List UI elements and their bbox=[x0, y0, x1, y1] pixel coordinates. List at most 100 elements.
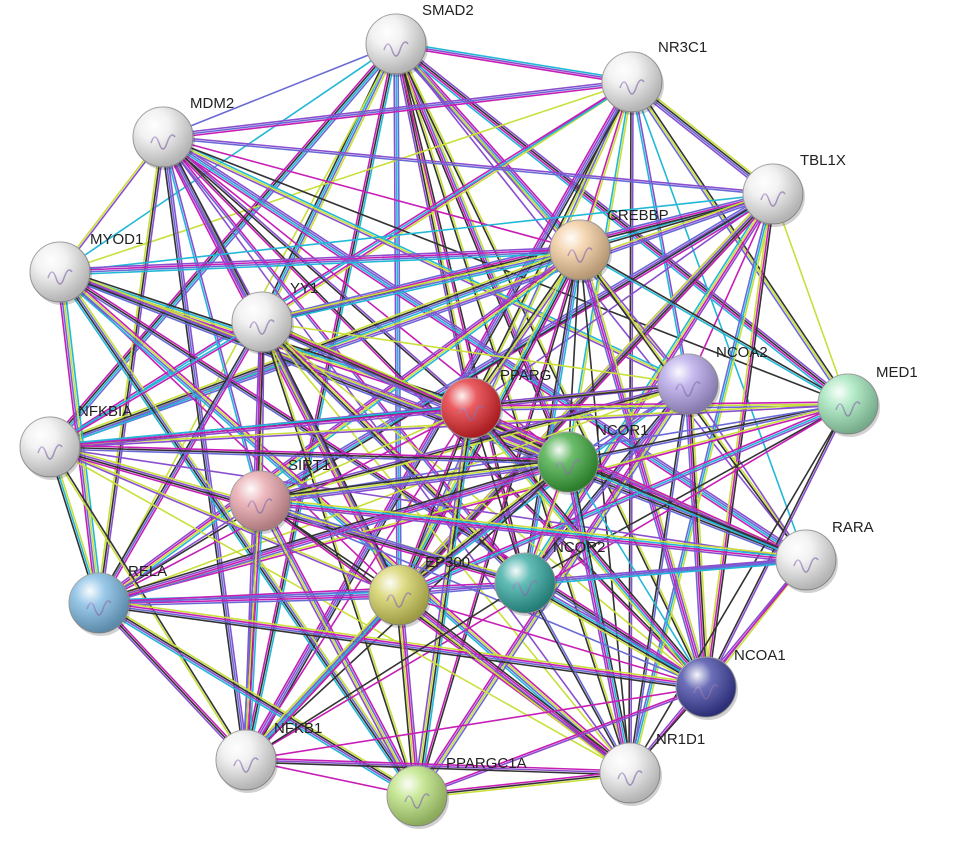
edge-NCOR2-NCOA1 bbox=[523, 583, 707, 689]
edge-SIRT1-NCOR2 bbox=[259, 500, 526, 584]
edge-NCOR1-EP300 bbox=[396, 459, 568, 595]
node-nfkb1[interactable]: NFKB1 bbox=[215, 720, 322, 793]
interaction-edges bbox=[46, 40, 851, 800]
node-ep300[interactable]: EP300 bbox=[368, 554, 470, 628]
node-gloss bbox=[366, 14, 426, 74]
edge-CREBBP-MYOD1 bbox=[59, 252, 581, 276]
node-ncoa1[interactable]: NCOA1 bbox=[675, 647, 786, 720]
edge-CREBBP-MED1 bbox=[579, 248, 850, 404]
edge-SIRT1-RELA bbox=[98, 500, 261, 604]
edge-CREBBP-NCOA1 bbox=[580, 248, 708, 688]
node-nfkbia[interactable]: NFKBIA bbox=[19, 403, 132, 480]
edge-CREBBP-RELA bbox=[97, 248, 581, 603]
edge-SMAD2-MED1 bbox=[394, 43, 849, 406]
edge-NCOA2-SIRT1 bbox=[258, 381, 689, 500]
node-med1[interactable]: MED1 bbox=[817, 364, 918, 437]
edge-EP300-PPARGC1A bbox=[401, 593, 421, 797]
node-ppargc1a[interactable]: PPARGC1A bbox=[386, 755, 527, 829]
node-gloss bbox=[216, 730, 276, 790]
edge-NCOA1-PPARGC1A bbox=[416, 687, 708, 798]
node-yy1[interactable]: YY1 bbox=[231, 280, 318, 355]
edge-CREBBP-YY1 bbox=[261, 249, 581, 323]
edge-MDM2-PPARG bbox=[162, 135, 473, 409]
edge-NR3C1-RARA bbox=[631, 81, 807, 561]
node-myod1[interactable]: MYOD1 bbox=[29, 231, 143, 305]
edge-SMAD2-PPARG bbox=[393, 43, 470, 410]
node-crebbp[interactable]: CREBBP bbox=[549, 207, 669, 283]
node-gloss bbox=[538, 432, 598, 492]
node-ncor1[interactable]: NCOR1 bbox=[537, 422, 649, 495]
edge-SIRT1-NFKB1 bbox=[246, 500, 262, 761]
node-label-med1: MED1 bbox=[876, 364, 918, 381]
node-rela[interactable]: RELA bbox=[68, 563, 167, 636]
edge-RELA-NFKB1 bbox=[99, 600, 249, 760]
edge-NCOR1-SIRT1 bbox=[258, 458, 569, 499]
edge-RELA-PPARGC1A bbox=[98, 601, 419, 796]
node-ncor2[interactable]: NCOR2 bbox=[494, 539, 606, 616]
node-sirt1[interactable]: SIRT1 bbox=[229, 457, 330, 534]
node-label-rara: RARA bbox=[832, 519, 874, 536]
node-label-ncor2: NCOR2 bbox=[553, 539, 606, 556]
node-label-yy1: YY1 bbox=[290, 280, 318, 297]
edge-NR1D1-PPARGC1A bbox=[416, 774, 632, 799]
edge-YY1-NCOA1 bbox=[261, 321, 707, 688]
node-label-ncor1: NCOR1 bbox=[596, 422, 649, 439]
edge-TBL1X-NCOA1 bbox=[703, 192, 772, 688]
edge-YY1-RELA bbox=[99, 322, 265, 605]
node-pparg[interactable]: PPARG bbox=[440, 367, 551, 441]
edge-SMAD2-NFKB1 bbox=[243, 42, 395, 761]
node-ncoa2[interactable]: NCOA2 bbox=[657, 344, 768, 417]
edge-SIRT1-PPARGC1A bbox=[256, 501, 416, 799]
edge-PPARG-NFKBIA bbox=[49, 405, 472, 446]
edge-CREBBP-RELA bbox=[96, 246, 580, 602]
node-gloss bbox=[602, 52, 662, 112]
edge-CREBBP-NFKBIA bbox=[48, 246, 580, 445]
node-label-crebbp: CREBBP bbox=[607, 207, 669, 224]
node-smad2[interactable]: SMAD2 bbox=[365, 2, 474, 77]
edge-PPARG-NCOR2 bbox=[470, 407, 526, 584]
node-label-pparg: PPARG bbox=[500, 367, 551, 384]
edge-MYOD1-RELA bbox=[62, 270, 103, 604]
edge-TBL1X-NCOA1 bbox=[705, 193, 774, 688]
edge-EP300-NFKB1 bbox=[243, 592, 398, 759]
edge-MDM2-CREBBP bbox=[162, 136, 581, 251]
node-nr1d1[interactable]: NR1D1 bbox=[599, 731, 705, 806]
node-label-ncoa2: NCOA2 bbox=[716, 344, 768, 361]
edge-SMAD2-PPARG bbox=[395, 43, 472, 409]
edge-RARA-NCOR2 bbox=[524, 557, 807, 582]
node-tbl1x[interactable]: TBL1X bbox=[742, 152, 846, 227]
edge-TBL1X-NCOA2 bbox=[687, 193, 774, 385]
edge-MYOD1-NR1D1 bbox=[57, 273, 629, 777]
edge-SIRT1-PPARGC1A bbox=[258, 500, 417, 798]
edge-CREBBP-NCOA1 bbox=[576, 250, 704, 689]
edge-NFKBIA-EP300 bbox=[48, 447, 400, 597]
edge-SIRT1-NFKB1 bbox=[248, 500, 264, 761]
node-rara[interactable]: RARA bbox=[775, 519, 874, 593]
edge-SMAD2-NCOA1 bbox=[394, 43, 706, 689]
edge-SIRT1-RARA bbox=[259, 499, 807, 560]
edge-CREBBP-RELA bbox=[98, 250, 582, 605]
edge-MDM2-NCOA2 bbox=[162, 136, 689, 385]
node-nr3c1[interactable]: NR3C1 bbox=[601, 39, 707, 115]
edge-CREBBP-YY1 bbox=[260, 247, 581, 321]
edge-NCOR2-NR1D1 bbox=[523, 582, 630, 775]
edge-NFKBIA-EP300 bbox=[49, 445, 401, 595]
node-mdm2[interactable]: MDM2 bbox=[132, 95, 234, 170]
node-gloss bbox=[495, 553, 555, 613]
edge-NCOR1-RELA bbox=[98, 462, 570, 605]
node-gloss bbox=[550, 220, 610, 280]
edge-SMAD2-NCOR2 bbox=[394, 43, 525, 585]
edge-TBL1X-NFKBIA bbox=[49, 195, 775, 450]
edge-SIRT1-NCOA1 bbox=[259, 500, 707, 688]
edge-MYOD1-RARA bbox=[58, 273, 806, 564]
edge-EP300-PPARGC1A bbox=[397, 594, 417, 797]
edge-MYOD1-PPARGC1A bbox=[60, 270, 419, 797]
edge-MYOD1-PPARGC1A bbox=[61, 269, 421, 796]
edge-NR3C1-YY1 bbox=[260, 80, 633, 322]
edge-NCOA2-PPARGC1A bbox=[418, 384, 692, 799]
edge-SMAD2-NCOA1 bbox=[396, 42, 708, 688]
edge-EP300-NR1D1 bbox=[397, 594, 631, 775]
edge-MYOD1-RARA bbox=[58, 272, 807, 562]
edge-SIRT1-NFKB1 bbox=[242, 500, 258, 761]
